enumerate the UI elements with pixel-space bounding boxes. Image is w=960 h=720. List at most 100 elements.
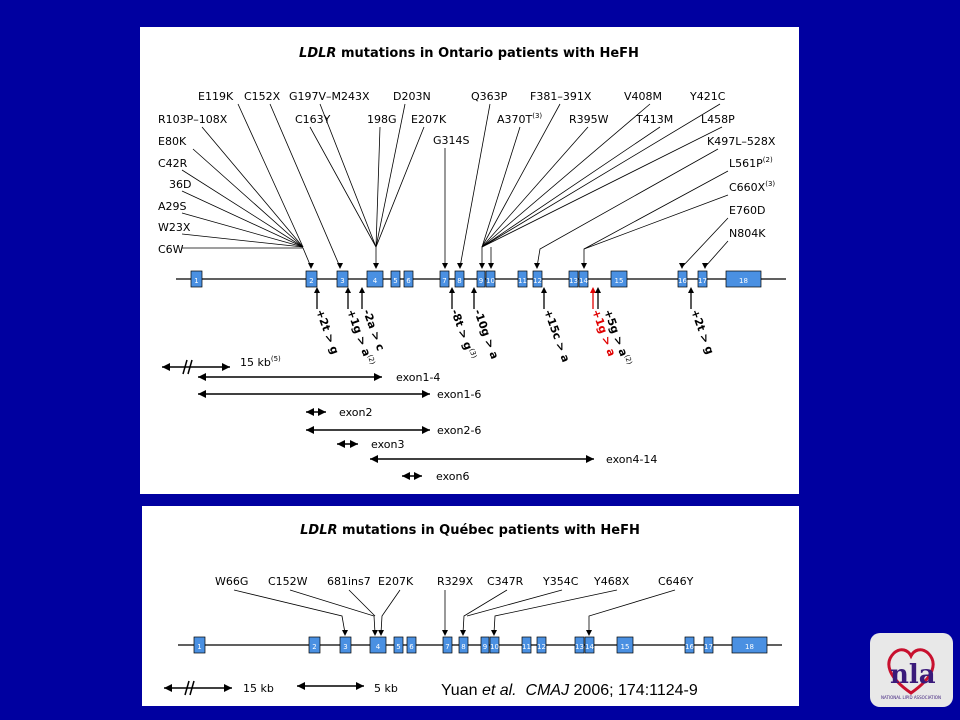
mutation-label: E207K (411, 113, 447, 126)
exon-7-label: 7 (445, 643, 449, 651)
mutation-label: A29S (158, 200, 187, 213)
exon-13-label: 13 (569, 277, 578, 285)
exon-12 (532, 270, 543, 288)
exon-15-label: 15 (615, 277, 624, 285)
deletion-label: exon2 (339, 406, 372, 419)
mutation-label: Y354C (542, 575, 579, 588)
exon-6 (406, 636, 417, 654)
deletion-label: exon3 (371, 438, 404, 451)
exon-10-label: 10 (486, 277, 495, 285)
mutation-label: 198G (367, 113, 397, 126)
deletion-label: exon2-6 (437, 424, 481, 437)
exon-16-label: 16 (685, 643, 694, 651)
exon-15 (616, 636, 634, 654)
mutation-label: C152W (268, 575, 308, 588)
exon-7-label: 7 (442, 277, 446, 285)
ontario-deletion-lines (162, 359, 594, 477)
ontario-leader-lines (181, 103, 729, 268)
mutation-label: Q363P (471, 90, 508, 103)
deletion-label: exon4-14 (606, 453, 657, 466)
mutation-label: R329X (437, 575, 474, 588)
mutation-label: C42R (158, 157, 188, 170)
mutation-label: D203N (393, 90, 431, 103)
quebec-scale-arrowheads (164, 682, 364, 692)
exon-4-label: 4 (376, 643, 381, 651)
quebec-title: LDLR mutations in Québec patients with H… (300, 523, 640, 538)
exon-14 (584, 636, 595, 654)
exon-3 (336, 270, 349, 288)
quebec-scale-labels: 15 kb 5 kb (243, 682, 398, 695)
mutation-label: R395W (569, 113, 609, 126)
mutation-label: 681ins7 (327, 575, 371, 588)
exon-14-label: 14 (579, 277, 588, 285)
exon-2-label: 2 (312, 643, 316, 651)
ontario-splice-labels: +2t > g +1g > a(2) -2a > c -8t > g(3) -1… (313, 308, 716, 366)
quebec-leader-lines (233, 589, 676, 634)
mutation-label: F381–391X (530, 90, 592, 103)
exon-10 (489, 636, 500, 654)
exon-5 (393, 636, 404, 654)
mutation-label: E760D (729, 204, 765, 217)
exon-13 (568, 270, 579, 288)
exon-11-label: 11 (518, 277, 527, 285)
exon-8 (458, 636, 469, 654)
exon-5-label: 5 (393, 277, 397, 285)
citation-author: Yuan (441, 682, 482, 699)
mutation-label: 36D (169, 178, 191, 191)
deletion-label: exon1-6 (437, 388, 481, 401)
exon-1-label: 1 (197, 643, 201, 651)
nla-logo: nla NATIONAL LIPID ASSOCIATION (870, 633, 953, 707)
exon-18-label: 18 (745, 643, 754, 651)
ontario-splice-arrows (316, 289, 692, 309)
exon-9 (480, 636, 490, 654)
ontario-exons: 1 2 3 4 5 6 7 8 9 10 11 12 13 14 15 16 1… (190, 270, 762, 288)
ontario-deletion-arrowheads (162, 363, 594, 480)
scale-label: 15 kb(5) (240, 355, 281, 369)
mutation-label: C347R (487, 575, 524, 588)
exon-1 (193, 636, 206, 654)
exon-17-label: 17 (698, 277, 707, 285)
exon-17-label: 17 (704, 643, 713, 651)
mutation-label: L561P(2) (729, 156, 773, 170)
quebec-mutation-labels: W66G C152W 681ins7 E207K R329X C347R Y35… (215, 575, 694, 588)
mutation-label: T413M (635, 113, 673, 126)
exon-3-label: 3 (343, 643, 347, 651)
exon-10-label: 10 (490, 643, 499, 651)
exon-9 (476, 270, 486, 288)
scale-label: 5 kb (374, 682, 398, 695)
mutation-label: C660X(3) (729, 180, 775, 194)
mutation-label: A370T(3) (497, 112, 542, 126)
quebec-panel: LDLR mutations in Québec patients with H… (142, 506, 799, 706)
exon-8-label: 8 (457, 277, 461, 285)
ontario-mutation-labels: E119K C152X G197V–M243X D203N R103P–108X… (158, 90, 776, 256)
citation-details: 2006; 174:1124-9 (569, 682, 698, 699)
exon-5 (390, 270, 401, 288)
exon-5-label: 5 (396, 643, 400, 651)
exon-16 (684, 636, 695, 654)
exon-6 (403, 270, 414, 288)
exon-10 (485, 270, 496, 288)
exon-14 (578, 270, 589, 288)
exon-12 (536, 636, 547, 654)
mutation-label: V408M (624, 90, 662, 103)
mutation-label: E80K (158, 135, 187, 148)
ontario-arrowheads (308, 263, 708, 269)
deletion-label: exon6 (436, 470, 469, 483)
exon-18 (725, 270, 762, 288)
mutation-label: C646Y (658, 575, 694, 588)
nla-logo-mark: nla NATIONAL LIPID ASSOCIATION (881, 648, 941, 700)
logo-subtitle: NATIONAL LIPID ASSOCIATION (881, 695, 941, 700)
mutation-label: K497L–528X (707, 135, 776, 148)
exon-17 (703, 636, 714, 654)
deletion-label: exon1-4 (396, 371, 440, 384)
exon-13-label: 13 (575, 643, 584, 651)
exon-1-label: 1 (194, 277, 198, 285)
ontario-panel: LDLR mutations in Ontario patients with … (140, 27, 799, 494)
exon-17 (697, 270, 708, 288)
scale-label: 15 kb (243, 682, 274, 695)
mutation-label: Y468X (593, 575, 630, 588)
exon-11 (521, 636, 532, 654)
quebec-scale-bars (164, 680, 364, 696)
exon-12-label: 12 (537, 643, 546, 651)
mutation-label: G197V–M243X (289, 90, 370, 103)
